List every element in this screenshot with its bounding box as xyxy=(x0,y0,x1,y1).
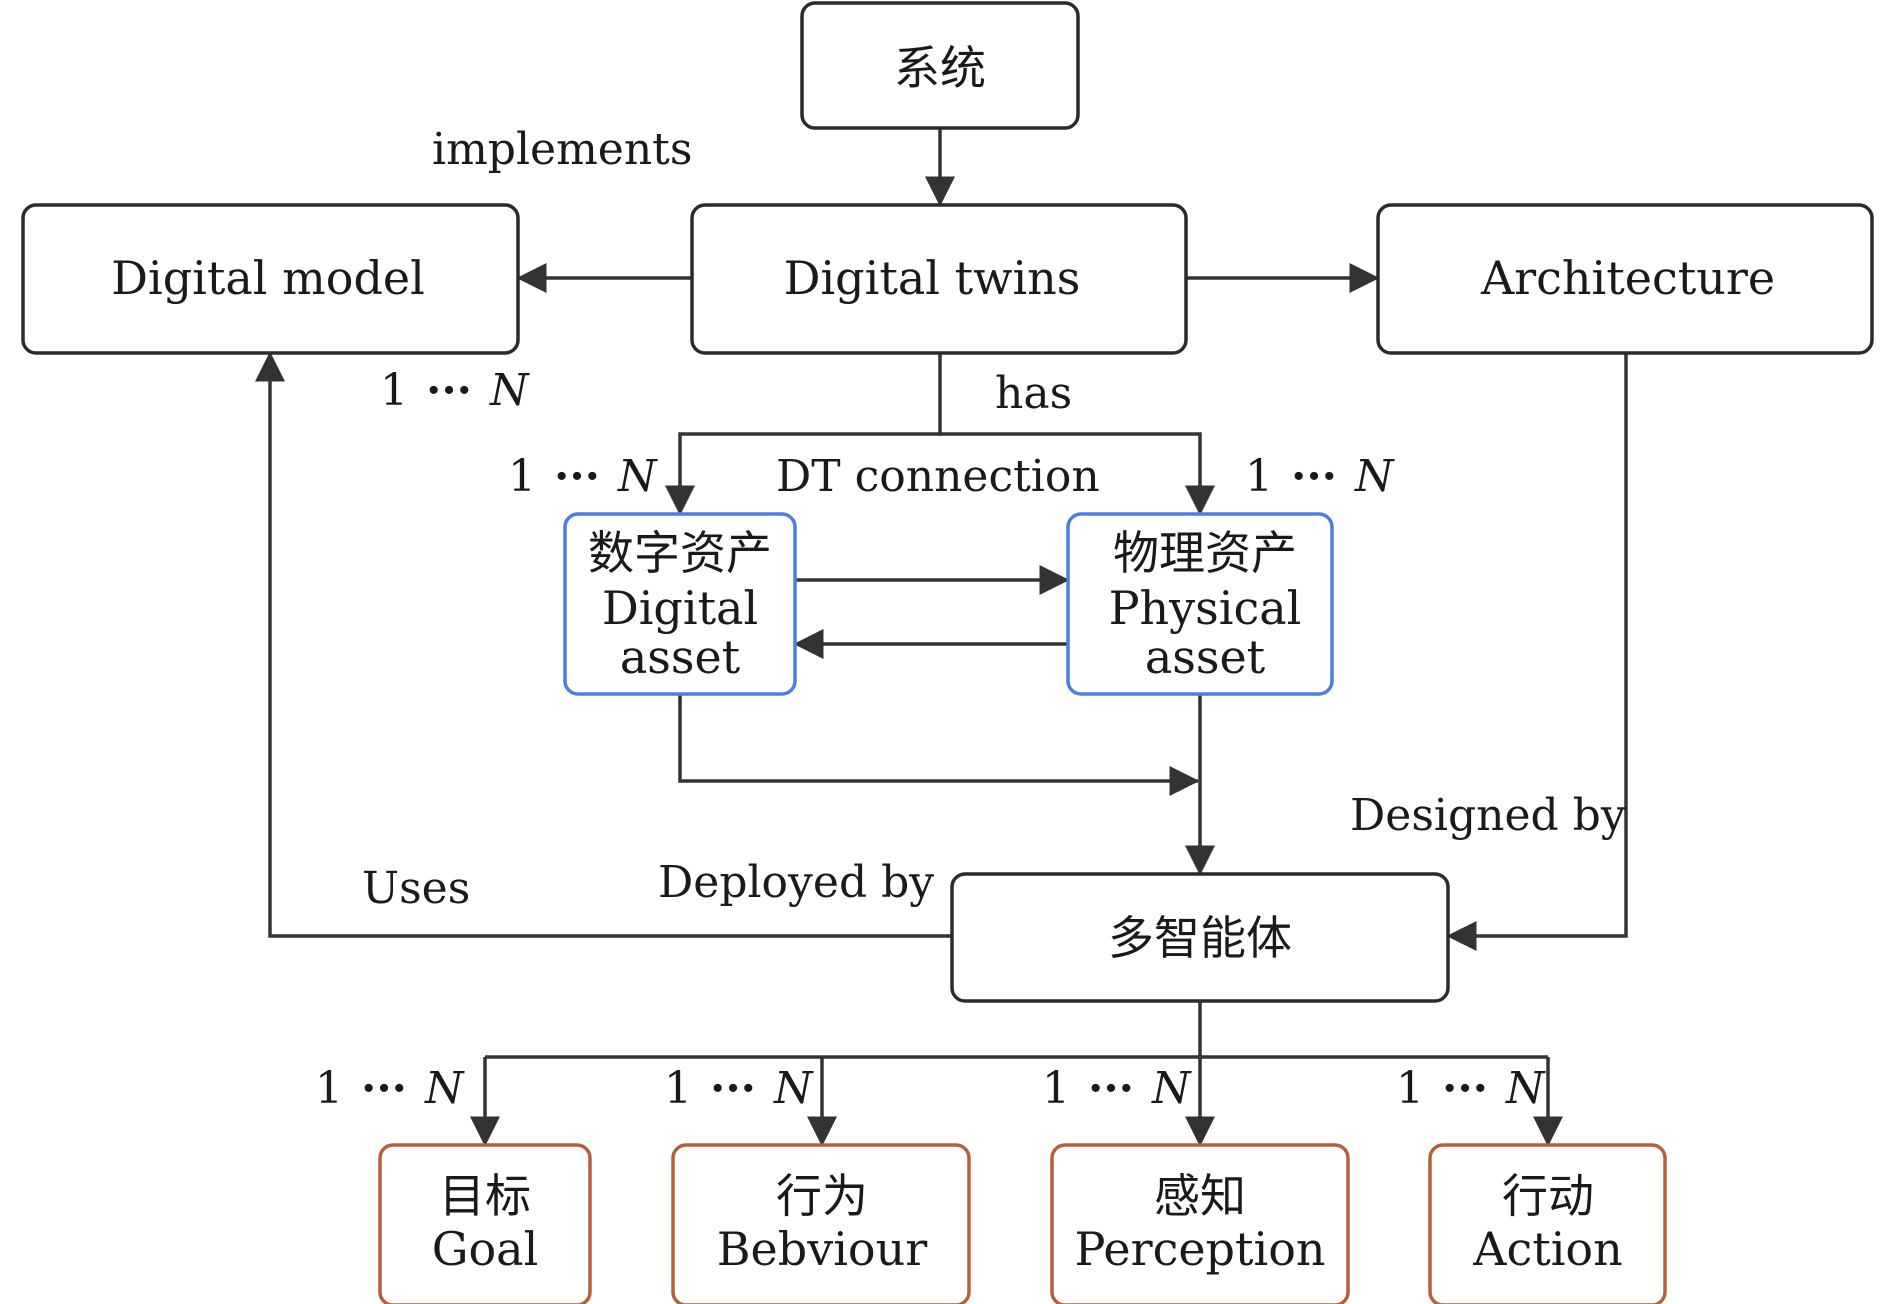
perception-label-zh: 感知 xyxy=(1154,1169,1246,1223)
label-uses: Uses xyxy=(362,863,470,914)
label-implements: implements xyxy=(432,124,692,175)
multiplicity-dots: ··· xyxy=(1442,1063,1488,1114)
physical-asset-label-en-1: Physical xyxy=(1109,581,1302,635)
node-goal xyxy=(378,1143,592,1304)
label-has: has xyxy=(995,368,1072,419)
digital-asset-label-zh: 数字资产 xyxy=(588,526,772,580)
edge-has-to-physical-asset xyxy=(940,432,1215,516)
label-deployed-by: Deployed by xyxy=(658,857,934,908)
multiplicity-n: N xyxy=(1505,1063,1546,1114)
multiplicity-one: 1 xyxy=(1042,1063,1070,1114)
node-digital-model xyxy=(21,203,520,355)
multiplicity-n: N xyxy=(1151,1063,1192,1114)
multiplicity-n: N xyxy=(617,451,658,502)
architecture-label: Architecture xyxy=(1480,251,1775,305)
behaviour-label-en: Bebviour xyxy=(717,1222,927,1276)
digital-asset-label-en-1: Digital xyxy=(602,581,758,635)
edge-digital-twins-has-split xyxy=(665,353,942,516)
multiplicity-n: N xyxy=(773,1063,814,1114)
multiplicity-dots: ··· xyxy=(554,451,600,502)
multiplicity-physical-asset: 1 ··· N xyxy=(1245,451,1395,502)
multi-agent-label: 多智能体 xyxy=(1108,911,1292,965)
multiplicity-n: N xyxy=(489,365,530,416)
nodes xyxy=(21,1,1874,1304)
system-label: 系统 xyxy=(894,41,986,95)
multiplicity-digital-asset: 1 ··· N xyxy=(508,451,658,502)
physical-asset-label-zh: 物理资产 xyxy=(1113,526,1297,580)
multiplicity-dots: ··· xyxy=(361,1063,407,1114)
multiplicity-goal: 1 ··· N xyxy=(315,1063,465,1114)
multiplicity-n: N xyxy=(1354,451,1395,502)
connectors xyxy=(255,128,1628,1147)
action-label-zh: 行动 xyxy=(1502,1169,1594,1223)
multiplicity-dots: ··· xyxy=(710,1063,756,1114)
node-architecture xyxy=(1376,203,1874,355)
edge-digital-asset-to-merge xyxy=(678,694,1200,796)
node-action xyxy=(1428,1143,1667,1304)
multiplicity-dots: ··· xyxy=(1088,1063,1134,1114)
multiplicity-labels: 1 ··· N 1 ··· N 1 ··· N 1 ··· N 1 ··· N 1 ··· N 1 ···… xyxy=(315,365,1546,1114)
digital-asset-label-en-2: asset xyxy=(620,630,741,684)
multiplicity-digital-model: 1 ··· N xyxy=(380,365,530,416)
multiplicity-one: 1 xyxy=(1396,1063,1424,1114)
goal-label-zh: 目标 xyxy=(439,1169,531,1223)
node-system xyxy=(800,1,1080,130)
node-multi-agent xyxy=(950,872,1450,1003)
multiplicity-dots: ··· xyxy=(426,365,472,416)
goal-label-en: Goal xyxy=(432,1222,539,1276)
action-label-en: Action xyxy=(1472,1222,1623,1276)
edge-multi-agent-bus xyxy=(485,1001,1548,1059)
label-dt-connection: DT connection xyxy=(776,451,1100,502)
multiplicity-action: 1 ··· N xyxy=(1396,1063,1546,1114)
digital-twins-label: Digital twins xyxy=(784,251,1081,305)
node-digital-twins xyxy=(690,203,1188,355)
node-labels: 系统 Digital twins Digital model Architect… xyxy=(111,41,1775,1276)
node-physical-asset xyxy=(1066,512,1334,696)
digital-model-label: Digital model xyxy=(111,251,425,305)
multiplicity-one: 1 xyxy=(1245,451,1273,502)
multiplicity-one: 1 xyxy=(315,1063,343,1114)
multiplicity-one: 1 xyxy=(508,451,536,502)
multiplicity-n: N xyxy=(424,1063,465,1114)
multiplicity-one: 1 xyxy=(380,365,408,416)
edge-multi-agent-uses-digital-model xyxy=(255,351,952,938)
node-behaviour xyxy=(671,1143,971,1304)
node-digital-asset xyxy=(563,512,797,696)
behaviour-label-zh: 行为 xyxy=(776,1169,868,1223)
physical-asset-label-en-2: asset xyxy=(1145,630,1266,684)
multiplicity-perception: 1 ··· N xyxy=(1042,1063,1192,1114)
edge-labels: implements has DT connection Designed by… xyxy=(362,124,1626,914)
multiplicity-dots: ··· xyxy=(1291,451,1337,502)
edge-architecture-designed-by xyxy=(1446,353,1628,951)
multiplicity-behaviour: 1 ··· N xyxy=(664,1063,814,1114)
perception-label-en: Perception xyxy=(1074,1222,1325,1276)
multiplicity-one: 1 xyxy=(664,1063,692,1114)
label-designed-by: Designed by xyxy=(1350,790,1626,841)
node-perception xyxy=(1050,1143,1350,1304)
